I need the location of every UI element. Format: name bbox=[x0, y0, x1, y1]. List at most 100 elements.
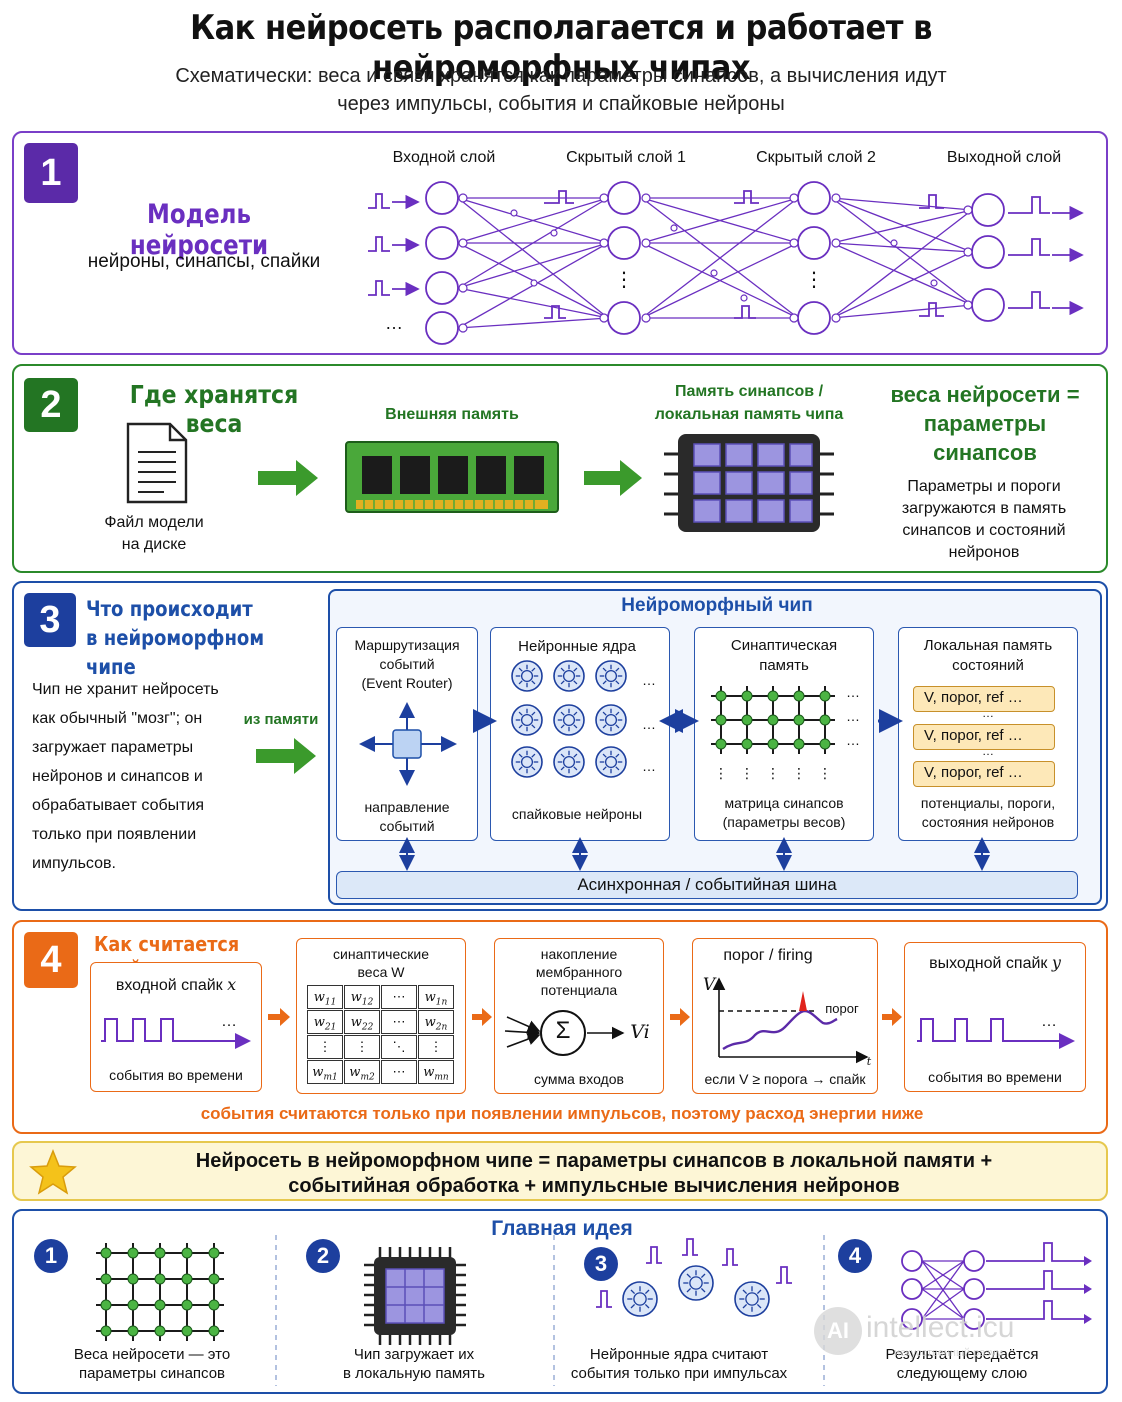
state-ellipsis: … bbox=[982, 706, 994, 720]
out-title-text: выходной спайк bbox=[929, 955, 1052, 972]
spiking-neuron-icon bbox=[511, 746, 543, 778]
result-arrowhead bbox=[1084, 1314, 1092, 1324]
note-line-3: синапсов и состояний bbox=[902, 522, 1066, 539]
local-state-memory-card: Локальная память состояний V, порог, ref… bbox=[898, 627, 1078, 841]
thr-axis-v: V bbox=[702, 975, 716, 995]
synapse-node bbox=[208, 1247, 220, 1259]
spiking-neuron-icon bbox=[511, 660, 543, 692]
state-row: V, порог, ref … bbox=[913, 761, 1055, 787]
matrix-cell: ⋮ bbox=[344, 1035, 380, 1059]
synapse-node bbox=[100, 1273, 112, 1285]
acc-title-line: накопление bbox=[540, 946, 618, 962]
layer-flow-arrows bbox=[268, 1008, 902, 1026]
section-weights-storage: 2 Где хранятся веса Файл модели на диске… bbox=[12, 364, 1108, 573]
summary-text: Нейросеть в нейроморфном чипе = параметр… bbox=[94, 1149, 1094, 1199]
summary-line-2: событийная обработка + импульсные вычисл… bbox=[288, 1175, 900, 1197]
matrix-cell: w12 bbox=[344, 985, 380, 1009]
idea-caption-line: следующему слою bbox=[896, 1365, 1028, 1382]
spiking-neuron-icon bbox=[678, 1265, 714, 1301]
synapse-node bbox=[181, 1273, 193, 1285]
result-spike bbox=[986, 1242, 1084, 1262]
thr-title: порог / firing bbox=[723, 947, 813, 964]
section-model: 1 Модель нейросети нейроны, синапсы, спа… bbox=[12, 131, 1108, 355]
cores-title: Нейронные ядра bbox=[518, 638, 636, 655]
section-number: 1 bbox=[24, 143, 78, 203]
idea-number: 1 bbox=[34, 1239, 68, 1273]
synmem-title-line: память bbox=[759, 657, 809, 674]
synapse-node bbox=[715, 690, 727, 702]
synapse-node bbox=[819, 738, 831, 750]
synapse-memory-line-1: Память синапсов / bbox=[674, 383, 824, 400]
eq-line-2: параметры bbox=[923, 411, 1047, 436]
spiking-neuron-icon bbox=[595, 704, 627, 736]
input-ellipsis: … bbox=[385, 313, 403, 333]
weights-title-line: веса W bbox=[357, 964, 405, 980]
synapse-node bbox=[154, 1273, 166, 1285]
synapse-grid bbox=[96, 1243, 224, 1341]
synapse-node bbox=[793, 738, 805, 750]
section-number: 4 bbox=[24, 932, 78, 988]
synapse-node bbox=[181, 1325, 193, 1337]
synapse-node bbox=[741, 738, 753, 750]
router-caption: направление событий bbox=[337, 798, 477, 836]
synmem-title-line: Синаптическая bbox=[730, 637, 838, 654]
synapse-node bbox=[715, 714, 727, 726]
synapse-node bbox=[127, 1273, 139, 1285]
result-arrowhead bbox=[1084, 1256, 1092, 1266]
input-spike-train-icon bbox=[101, 1018, 251, 1049]
synapse-node bbox=[100, 1325, 112, 1337]
grid-ellipsis: … bbox=[846, 684, 860, 700]
synmem-caption-line: (параметры весов) bbox=[722, 814, 846, 830]
acc-title-line: потенциала bbox=[540, 982, 618, 998]
state-row: V, порог, ref … bbox=[913, 724, 1055, 750]
idea-number: 3 bbox=[584, 1247, 618, 1281]
router-title: Маршрутизация событий (Event Router) bbox=[337, 636, 477, 693]
router-icon bbox=[359, 702, 457, 786]
synapse-node bbox=[715, 738, 727, 750]
synapse-node bbox=[208, 1299, 220, 1311]
cores-caption: спайковые нейроны bbox=[511, 806, 643, 822]
desc-line: загружает параметры bbox=[32, 739, 194, 756]
grid-vdots: ⋮ bbox=[792, 765, 806, 781]
external-memory-label: Внешняя память bbox=[385, 406, 519, 423]
synapse-node bbox=[767, 738, 779, 750]
weights-equals-label: веса нейросети = параметры синапсов bbox=[880, 380, 1090, 467]
router-caption-line: событий bbox=[379, 818, 435, 834]
spike-pulses-icon bbox=[596, 1238, 792, 1308]
layer-label-input: Входной слой bbox=[392, 149, 496, 166]
localmem-title-line: состояний bbox=[952, 657, 1024, 674]
acc-caption: сумма входов bbox=[534, 1071, 624, 1087]
result-neuron bbox=[901, 1308, 923, 1330]
synapse-node bbox=[100, 1247, 112, 1259]
idea-caption-line: события только при импульсах bbox=[570, 1365, 788, 1382]
idea-caption-line: Результат передаётся bbox=[885, 1346, 1039, 1363]
thr-label: порог bbox=[825, 1001, 859, 1016]
output-spike-card: выходной спайк y … события во времени bbox=[904, 942, 1086, 1092]
section-heading: Модель нейросети bbox=[129, 199, 269, 261]
input-title: входной спайк x bbox=[91, 975, 261, 995]
desc-line: обрабатывает события bbox=[32, 797, 205, 814]
synmem-caption-line: матрица синапсов bbox=[724, 795, 844, 811]
spiking-neuron-icon bbox=[734, 1281, 770, 1317]
file-label-line-1: Файл модели bbox=[104, 514, 204, 531]
weights-note: Параметры и пороги загружаются в память … bbox=[884, 476, 1084, 564]
async-event-bus: Асинхронная / событийная шина bbox=[336, 871, 1078, 899]
synapse-node bbox=[154, 1299, 166, 1311]
result-neuron bbox=[901, 1250, 923, 1272]
file-label: Файл модели на диске bbox=[84, 512, 224, 556]
matrix-cell: ⋯ bbox=[381, 1010, 417, 1034]
result-neuron bbox=[963, 1308, 985, 1330]
router-title-line: (Event Router) bbox=[361, 675, 453, 691]
idea-caption: Нейронные ядра считают события только пр… bbox=[554, 1345, 804, 1383]
summary-banner: Нейросеть в нейроморфном чипе = параметр… bbox=[12, 1141, 1108, 1201]
vi-label: Vi bbox=[630, 1021, 650, 1043]
synapse-grid bbox=[711, 686, 835, 754]
threshold-plot-icon bbox=[712, 977, 869, 1064]
main-idea-title: Главная идея bbox=[491, 1217, 633, 1240]
section-heading: Где хранятся веса bbox=[129, 380, 299, 438]
note-line-2: загружаются в память bbox=[901, 500, 1067, 517]
grid-vdots: ⋮ bbox=[766, 765, 780, 781]
matrix-cell: ⋮ bbox=[418, 1035, 454, 1059]
watermark-subtext: искусственный разум bbox=[894, 1347, 1004, 1359]
